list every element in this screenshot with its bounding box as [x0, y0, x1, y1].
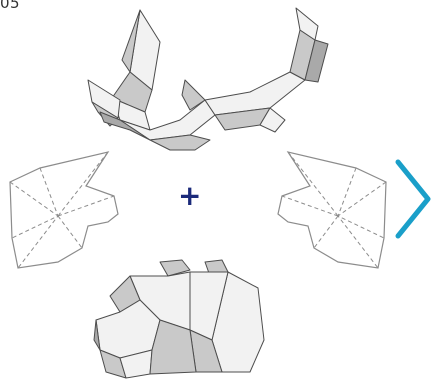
plus-sign: +	[178, 179, 202, 212]
antler-facet	[295, 7, 319, 41]
net-fold-line	[337, 181, 387, 239]
antler-facet	[149, 134, 211, 151]
antler-facet	[99, 111, 151, 141]
step-number: 05	[0, 0, 21, 12]
net-outline	[9, 151, 119, 269]
head-facet	[159, 259, 191, 277]
head-facet	[93, 319, 101, 351]
next-step-button[interactable]	[392, 158, 433, 240]
chevron-right-icon	[395, 159, 431, 239]
antler-facet	[304, 39, 329, 83]
net-fold-line	[281, 195, 339, 217]
net-fold-line	[57, 195, 115, 217]
net-outline	[277, 151, 387, 269]
antler-facet	[181, 79, 206, 111]
antler-facet	[121, 9, 141, 73]
antler-facet	[259, 107, 286, 133]
head-facet	[149, 319, 197, 375]
net-fold-line	[9, 181, 59, 239]
